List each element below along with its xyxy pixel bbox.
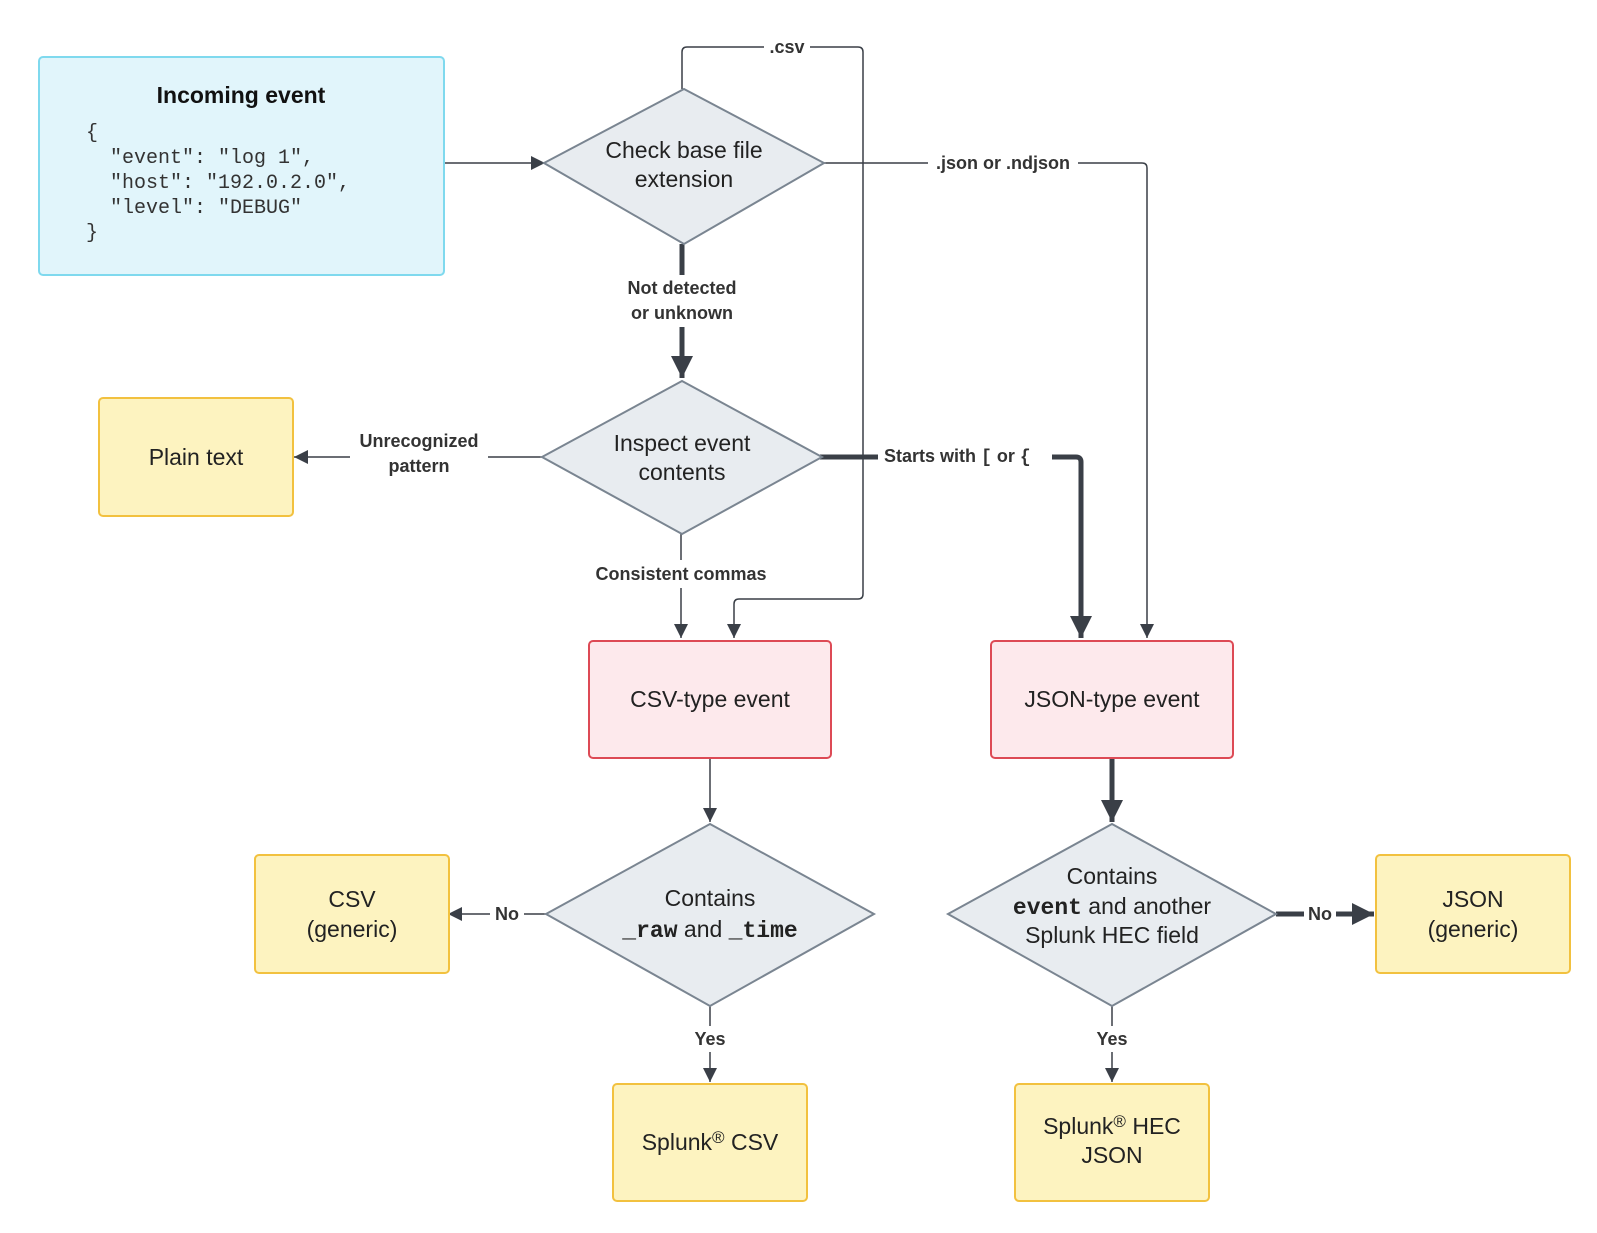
label-csv-yes: Yes [694, 1029, 725, 1049]
csv-generic-shape [254, 854, 450, 974]
inspect-contents-line2: contents [639, 459, 726, 485]
json-condition-line1: Contains [1067, 863, 1158, 889]
check-extension-shape [541, 87, 827, 246]
json-condition-line3: Splunk HEC field [1025, 922, 1199, 948]
json-generic-line2: (generic) [1428, 916, 1519, 942]
check-extension-line1: Check base file [605, 137, 762, 163]
label-or: or [992, 446, 1020, 466]
label-json-no: No [1308, 904, 1332, 924]
csv-condition-line1: Contains [665, 885, 756, 911]
label-json-extension: .json or .ndjson [936, 153, 1070, 173]
label-brace: { [1020, 448, 1031, 468]
plain-text-shape [98, 397, 294, 517]
splunk-hec-rest: HEC [1126, 1113, 1181, 1139]
json-generic-line1: JSON [1442, 886, 1503, 912]
csv-condition-time: _time [728, 918, 798, 944]
check-extension-decision: Check base file extension [541, 87, 827, 246]
json-condition-line2: event and another [1013, 893, 1212, 921]
json-condition-event: event [1013, 895, 1082, 921]
incoming-event-shape [38, 56, 445, 276]
splunk-csv-output: Splunk® CSV [612, 1083, 808, 1202]
splunk-csv-brand: Splunk [642, 1129, 713, 1155]
csv-condition-decision: Contains _raw and _time [543, 822, 877, 1008]
code-line-4: "level": "DEBUG" [86, 197, 302, 220]
plain-text-output: Plain text [98, 397, 294, 517]
csv-generic-line2: (generic) [307, 916, 398, 942]
label-csv-extension: .csv [769, 37, 804, 57]
code-line-2: "event": "log 1", [86, 147, 314, 170]
csv-condition-shape [543, 822, 877, 1008]
splunk-csv-label: Splunk® CSV [642, 1128, 779, 1155]
csv-condition-line2: _raw and _time [621, 916, 797, 944]
csv-type-event-shape [588, 640, 832, 759]
json-type-event-box: JSON-type event [990, 640, 1234, 759]
inspect-contents-decision: Inspect event contents [539, 379, 825, 536]
splunk-hec-shape [1014, 1083, 1210, 1202]
label-not-detected-2: or unknown [631, 303, 733, 323]
edge-labels: .csv .json or .ndjson Not detected or un… [350, 36, 1336, 1052]
splunk-hec-line2: JSON [1081, 1142, 1142, 1168]
label-json-yes: Yes [1096, 1029, 1127, 1049]
code-line-3: "host": "192.0.2.0", [86, 172, 350, 195]
csv-condition-and: and [678, 916, 729, 942]
label-not-detected-1: Not detected [627, 278, 736, 298]
incoming-event-box: Incoming event { "event": "log 1", "host… [38, 56, 445, 276]
check-extension-line2: extension [635, 166, 733, 192]
json-generic-output: JSON (generic) [1375, 854, 1571, 974]
edge-starts-with [820, 454, 1092, 638]
json-generic-shape [1375, 854, 1571, 974]
edge-csv-extension [681, 46, 864, 638]
label-consistent-commas: Consistent commas [595, 564, 766, 584]
csv-generic-output: CSV (generic) [254, 854, 450, 974]
label-starts-with: Starts with [ or { [884, 446, 1031, 468]
json-condition-another: and another [1082, 893, 1212, 919]
label-unrecognized-2: pattern [388, 456, 449, 476]
json-condition-decision: Contains event and another Splunk HEC fi… [945, 822, 1279, 1008]
csv-type-event-box: CSV-type event [588, 640, 832, 759]
plain-text-label: Plain text [149, 444, 244, 470]
splunk-csv-rest: CSV [725, 1129, 779, 1155]
incoming-event-title: Incoming event [157, 82, 326, 108]
code-line-1: { [86, 122, 98, 145]
inspect-contents-line1: Inspect event [614, 430, 751, 456]
csv-condition-raw: _raw [621, 918, 677, 944]
label-unrecognized-1: Unrecognized [359, 431, 478, 451]
registered-mark: ® [1113, 1112, 1126, 1131]
splunk-hec-brand: Splunk [1043, 1113, 1114, 1139]
json-type-event-shape [990, 640, 1234, 759]
csv-generic-line1: CSV [328, 886, 376, 912]
json-type-event-label: JSON-type event [1024, 686, 1200, 712]
label-starts-with-prefix: Starts with [884, 446, 981, 466]
csv-type-event-label: CSV-type event [630, 686, 790, 712]
json-condition-shape [945, 822, 1279, 1008]
label-csv-no: No [495, 904, 519, 924]
splunk-hec-output: Splunk® HEC JSON [1014, 1083, 1210, 1202]
edge-json-extension [822, 162, 1154, 638]
inspect-contents-shape [539, 379, 825, 536]
registered-mark: ® [712, 1128, 725, 1147]
code-line-5: } [86, 222, 98, 245]
splunk-hec-line1: Splunk® HEC [1043, 1112, 1181, 1139]
label-bracket: [ [981, 448, 992, 468]
splunk-csv-shape [612, 1083, 808, 1202]
